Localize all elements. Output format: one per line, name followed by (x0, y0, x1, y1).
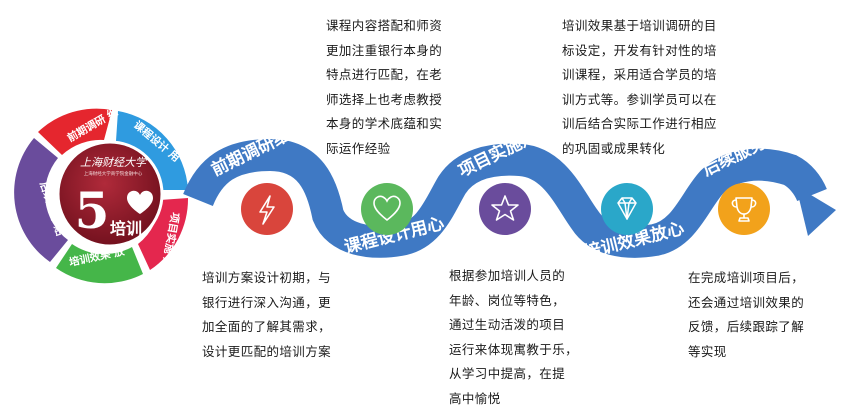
stage-5-description: 在完成培训项目后， 还会通过培训效果的 反馈，后续跟踪了解 等实现 (688, 266, 804, 364)
stage-icon-5 (718, 183, 770, 235)
description-line: 标设定，开发有针对性的培 (562, 42, 717, 58)
hub-segment-2 (116, 111, 188, 190)
stage-3-description: 根据参加培训人员的 年龄、岗位等特色， 通过生动活泼的项目 运行来体现寓教于乐，… (449, 264, 578, 410)
description-line: 课程内容搭配和师资 (326, 18, 443, 33)
hub-segment-4 (56, 244, 143, 284)
description-line: 反馈，后续跟踪了解 (688, 319, 805, 334)
hub-logo-text: 上海财经大学 (80, 156, 148, 169)
description-line: 通过生动活泼的项目 (449, 317, 566, 332)
description-line: 本身的学术底蕴和实 (326, 116, 443, 131)
ribbon-path (183, 138, 827, 258)
description-line: 更加注重银行本身的 (326, 42, 443, 58)
hub-logo-sub: 上海财经大学商学院金融中心 (84, 170, 143, 177)
description-line: 设计更匹配的培训方案 (202, 343, 332, 359)
description-line: 年龄、岗位等特色， (449, 292, 566, 308)
stage-1-description: 培训方案设计初期，与 银行进行深入沟通，更 加全面的了解其需求， 设计更匹配的培… (202, 266, 331, 364)
stage-icon-1 (241, 183, 293, 235)
stage-2-description: 课程内容搭配和师资 更加注重银行本身的 特点进行匹配，在老 师选择上也考虑教授 … (326, 14, 442, 161)
description-line: 加全面的了解其需求， (202, 319, 332, 334)
description-line: 训方式等。参训学员可以在 (562, 91, 717, 107)
description-line: 银行进行深入沟通，更 (202, 294, 332, 310)
star-icon (491, 195, 519, 221)
process-ribbon (183, 138, 836, 258)
heart-icon (127, 190, 153, 214)
description-line: 等实现 (688, 343, 727, 359)
hub-segment-3 (138, 198, 189, 270)
diamond-icon (617, 197, 637, 220)
hub-core (56, 140, 164, 248)
ribbon-arrowhead (796, 186, 836, 236)
description-line: 的巩固或成果转化 (562, 140, 666, 156)
description-line: 运行来体现寓教于乐， (449, 341, 579, 357)
stage-icon-4 (601, 183, 653, 235)
hub-segment-5 (14, 138, 68, 262)
description-line: 训课程，采用适合学员的培 (562, 67, 717, 82)
trophy-icon (731, 197, 757, 222)
hub-number: 5 (75, 181, 110, 240)
heart-icon (373, 195, 401, 222)
description-line: 还会通过培训效果的 (688, 294, 805, 310)
description-line: 高中愉悦 (449, 390, 501, 406)
hub-content: 上海财经大学 上海财经大学商学院金融中心 5 培训 (75, 156, 153, 240)
hub-segment-1 (38, 108, 112, 155)
description-line: 在完成培训项目后， (688, 270, 805, 285)
description-line: 训后结合实际工作进行相应 (562, 116, 717, 131)
description-line: 师选择上也考虑教授 (326, 91, 443, 107)
hub-ring (14, 108, 189, 284)
description-line: 培训效果基于培训调研的目 (562, 18, 717, 33)
stage-icon-3 (479, 183, 531, 235)
stage-4-description: 培训效果基于培训调研的目 标设定，开发有针对性的培 训课程，采用适合学员的培 训… (562, 14, 717, 161)
hub-word: 培训 (110, 219, 142, 238)
description-line: 际运作经验 (326, 140, 391, 156)
description-line: 根据参加培训人员的 (449, 268, 566, 283)
description-line: 培训方案设计初期，与 (202, 270, 332, 285)
description-line: 特点进行匹配，在老 (326, 67, 443, 82)
description-line: 从学习中提高，在提 (449, 366, 566, 381)
stage-icon-2 (361, 183, 413, 235)
lightning-icon (259, 195, 275, 225)
